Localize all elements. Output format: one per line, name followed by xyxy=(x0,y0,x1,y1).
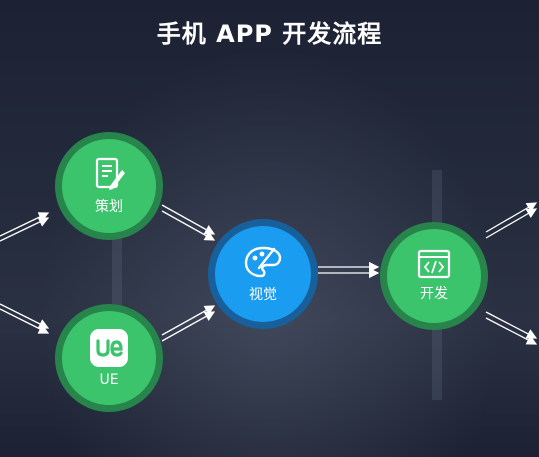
arrow-into-planning-1 xyxy=(0,212,50,237)
arrow-planning-to-visual-1 xyxy=(161,204,216,235)
node-planning: 策划 xyxy=(55,132,163,240)
arrow-into-planning-2 xyxy=(0,217,50,242)
arrow-develop-out-bottom-2 xyxy=(485,317,538,345)
node-planning-label: 策划 xyxy=(95,199,123,215)
arrow-ue-to-visual-2 xyxy=(161,311,216,342)
bridge-tower-left xyxy=(112,150,122,400)
arrow-planning-to-visual-2 xyxy=(161,210,216,241)
arrow-develop-out-top-2 xyxy=(485,208,538,239)
arrow-into-ue-1 xyxy=(0,303,50,329)
node-ue: UE xyxy=(55,304,163,412)
arrow-into-ue-2 xyxy=(0,308,50,334)
node-visual-label: 视觉 xyxy=(249,287,277,303)
arrow-develop-out-top-1 xyxy=(485,202,538,233)
arrow-ue-to-visual-1 xyxy=(161,305,216,336)
code-window-icon xyxy=(417,249,451,279)
node-ue-label: UE xyxy=(99,372,119,388)
arrow-develop-out-bottom-1 xyxy=(485,311,538,339)
ue-logo-icon xyxy=(89,328,129,368)
document-edit-icon xyxy=(92,156,126,192)
palette-icon xyxy=(243,244,283,280)
page-title: 手机 APP 开发流程 xyxy=(156,20,383,48)
node-visual: 视觉 xyxy=(208,219,318,329)
node-develop-label: 开发 xyxy=(420,286,448,302)
node-develop: 开发 xyxy=(380,222,488,330)
